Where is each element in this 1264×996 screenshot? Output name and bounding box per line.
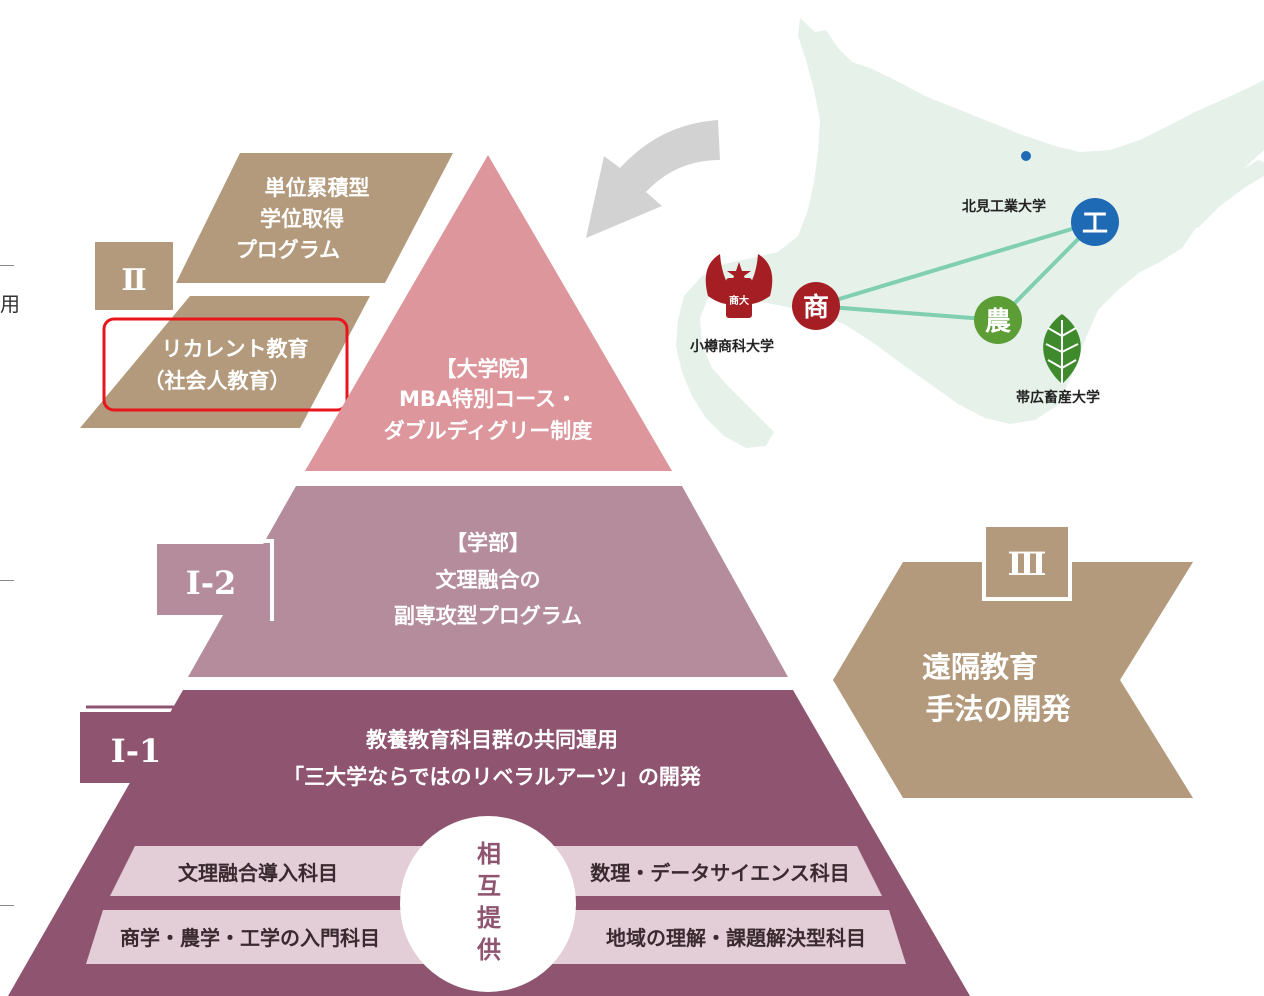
tier-graduate-line3: ダブルディグリー制度 — [384, 419, 593, 443]
kitami-label: 北見工業大学 — [962, 198, 1046, 215]
tier-2-label: Ⅰ-2 — [186, 564, 237, 602]
remote-line1: 遠隔教育 — [922, 650, 1038, 684]
otaru-node-label: 商 — [803, 292, 829, 323]
otaru-crest-text: 商大 — [729, 294, 749, 307]
remote-education-arrow — [833, 562, 1193, 798]
subject-bottom-right: 地域の理解・課題解決型科目 — [606, 926, 866, 950]
obihiro-leaf-icon — [1043, 314, 1081, 384]
tier-undergraduate-line3: 副専攻型プログラム — [394, 604, 582, 628]
tier-1-label: Ⅰ-1 — [111, 732, 162, 770]
tier-undergraduate-line2: 文理融合の — [436, 568, 541, 592]
otaru-crest-icon: 商大 — [705, 254, 773, 318]
box-2a-line3: プログラム — [236, 238, 340, 262]
subject-top-right: 数理・データサイエンス科目 — [590, 861, 849, 885]
recurrent-education-highlight — [102, 317, 349, 412]
remote-line2: 手法の開発 — [925, 692, 1071, 726]
tier-2-label-box — [157, 544, 266, 615]
mutual-char-1: 相 — [477, 840, 501, 868]
box-2-label — [95, 242, 173, 310]
box-2a-line1: 単位累積型 — [265, 176, 370, 200]
tier-1-label-box — [80, 712, 192, 783]
mutual-char-2: 互 — [477, 872, 501, 900]
box-2a-line2: 学位取得 — [260, 207, 344, 231]
obihiro-node-label: 農 — [985, 307, 1011, 337]
kuril-islands — [1182, 160, 1264, 228]
obihiro-node — [974, 296, 1022, 344]
mutual-provision-circle — [400, 816, 576, 992]
link-otaru-obihiro — [815, 304, 999, 322]
tier-undergraduate — [188, 486, 788, 677]
tier-graduate-line2: MBA特別コース・ — [399, 387, 577, 411]
kitami-logo-icon — [990, 140, 1031, 192]
kitami-node-label: 工 — [1082, 209, 1108, 239]
tier-graduate — [305, 155, 672, 471]
tier-undergraduate-line1: 【学部】 — [446, 531, 530, 555]
edge-text-fragment: 用 — [0, 292, 20, 316]
edge-divider-3 — [0, 905, 14, 906]
kitami-node — [1071, 198, 1119, 246]
subject-top-left: 文理融合導入科目 — [178, 861, 338, 885]
mutual-char-3: 提 — [477, 904, 502, 932]
tier-graduate-line1: 【大学院】 — [436, 357, 541, 381]
curved-arrow-icon — [586, 120, 720, 238]
tier-liberal-arts-line2: 「三大学ならではのリベラルアーツ」の開発 — [283, 765, 702, 789]
edge-divider-2 — [0, 580, 14, 581]
edge-divider-1 — [0, 265, 14, 266]
box-2b-parallelogram — [80, 296, 370, 428]
box-2b-line1: リカレント教育 — [162, 337, 309, 361]
hokkaido-map: 北見工業大学 工 商大 小樽商科大学 商 農 帯広畜産大学 — [676, 18, 1264, 448]
tier-1-label-frame — [86, 705, 201, 787]
otaru-node — [792, 282, 840, 330]
box-3-label — [986, 527, 1068, 597]
box-2b-line2: （社会人教育） — [144, 369, 291, 393]
tier-liberal-arts-line1: 教養教育科目群の共同運用 — [366, 728, 618, 752]
link-otaru-kitami — [815, 220, 1096, 308]
box-2-roman: Ⅱ — [121, 263, 146, 298]
subject-bottom-left: 商学・農学・工学の入門科目 — [120, 926, 380, 950]
obihiro-label: 帯広畜産大学 — [1016, 389, 1100, 406]
otaru-label: 小樽商科大学 — [690, 338, 774, 355]
box-2a-parallelogram — [176, 153, 453, 283]
box-3-roman: Ⅲ — [1008, 545, 1047, 583]
tier-2-label-frame — [262, 539, 274, 621]
mutual-char-4: 供 — [476, 936, 501, 964]
hokkaido-landmass — [676, 18, 1264, 448]
